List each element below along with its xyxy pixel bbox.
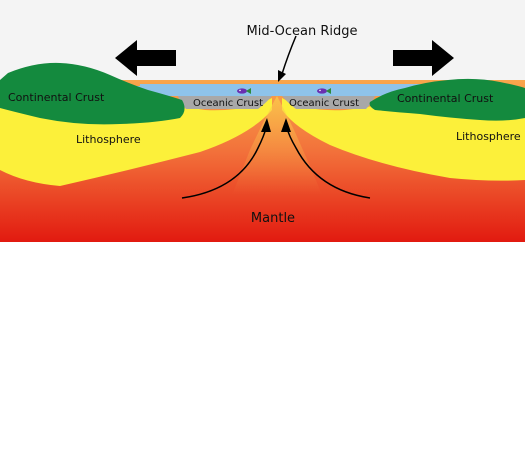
- upwelling-arrow-left: [181, 118, 271, 199]
- ridge-pointer-arrow: [281, 35, 297, 75]
- ridge-pointer-arrowhead: [278, 70, 286, 82]
- oceanic-crust-left: [178, 96, 272, 109]
- ridge-label: Mid-Ocean Ridge: [247, 24, 358, 39]
- upwelling-arrow-icon: [281, 118, 291, 132]
- lithosphere-left-label: Lithosphere: [76, 133, 141, 146]
- ocean-water-body: [140, 84, 422, 96]
- continental-crust-right: [369, 78, 525, 121]
- upwelling-arrow-icon: [261, 118, 271, 132]
- oceanic-crust-left-label: Oceanic Crust: [193, 98, 263, 109]
- ridge-plume: [232, 96, 322, 195]
- right-arrow-icon: [393, 40, 454, 76]
- continental-crust-right-label: Continental Crust: [397, 92, 494, 105]
- fish-icon: [237, 88, 251, 94]
- fish-icon: [317, 88, 331, 94]
- mantle-label: Mantle: [251, 211, 295, 226]
- lithosphere-right-label: Lithosphere: [456, 130, 521, 143]
- oceanic-crust-right-label: Oceanic Crust: [289, 98, 359, 109]
- continental-crust-left-label: Continental Crust: [8, 91, 105, 104]
- oceanic-crust-right: [282, 96, 375, 109]
- upwelling-arrow-right: [281, 118, 371, 199]
- left-arrow-icon: [115, 40, 176, 76]
- continental-crust-left: [0, 62, 185, 125]
